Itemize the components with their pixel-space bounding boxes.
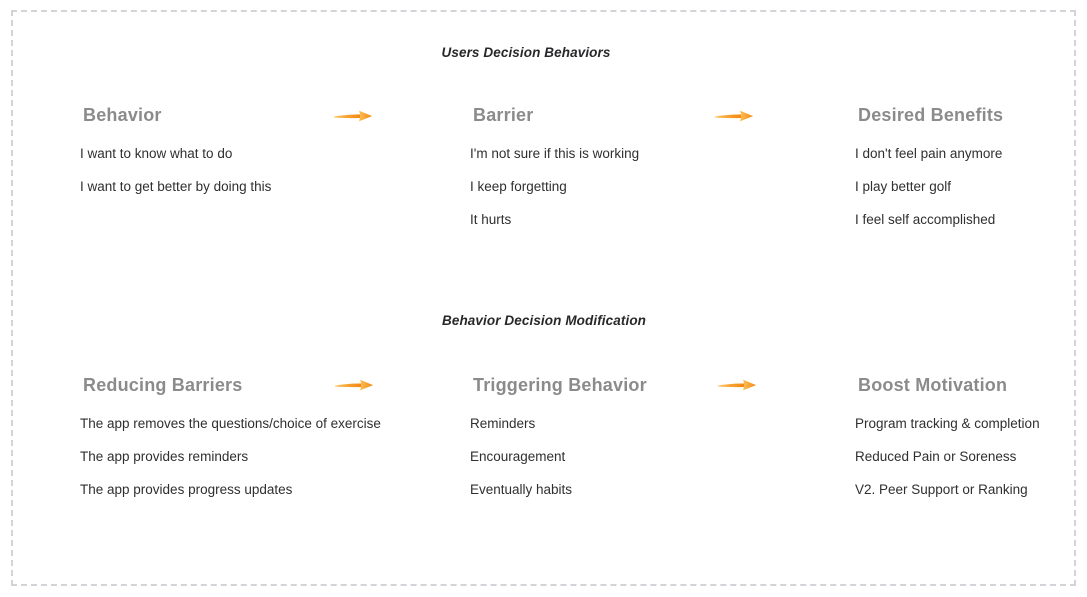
column-header: Desired Benefits (858, 105, 1004, 125)
section-title-users-decision-behaviors: Users Decision Behaviors (441, 45, 611, 60)
right-arrow-icon (334, 379, 374, 391)
right-arrow-icon (333, 110, 373, 122)
column-item: Eventually habits (470, 482, 573, 497)
column-triggering-behavior: Triggering Behavior Reminders Encouragem… (470, 374, 780, 515)
column-item: Encouragement (470, 449, 566, 464)
column-header: Barrier (473, 105, 534, 125)
column-item: Reminders (470, 416, 536, 431)
column-item: I play better golf (855, 179, 952, 194)
column-item: Reduced Pain or Soreness (855, 449, 1017, 464)
column-reducing-barriers: Reducing Barriers The app removes the qu… (80, 374, 410, 515)
column-item: The app removes the questions/choice of … (80, 416, 381, 431)
column-item: I want to know what to do (80, 146, 233, 161)
column-item: I feel self accomplished (855, 212, 996, 227)
column-header: Reducing Barriers (83, 375, 243, 395)
column-item: I want to get better by doing this (80, 179, 272, 194)
column-barrier: Barrier I'm not sure if this is working … (470, 104, 780, 245)
column-item: I keep forgetting (470, 179, 567, 194)
column-header: Triggering Behavior (473, 375, 647, 395)
column-item: I'm not sure if this is working (470, 146, 640, 161)
column-item: The app provides progress updates (80, 482, 293, 497)
right-arrow-icon (714, 110, 754, 122)
column-boost-motivation: Boost Motivation Program tracking & comp… (855, 374, 1080, 515)
column-header: Behavior (83, 105, 162, 125)
column-item: V2. Peer Support or Ranking (855, 482, 1028, 497)
column-item: Program tracking & completion (855, 416, 1040, 431)
column-header: Boost Motivation (858, 375, 1008, 395)
column-item: I don't feel pain anymore (855, 146, 1003, 161)
right-arrow-icon (717, 379, 757, 391)
column-behavior: Behavior I want to know what to do I wan… (80, 104, 410, 212)
column-item: It hurts (470, 212, 512, 227)
column-desired-benefits: Desired Benefits I don't feel pain anymo… (855, 104, 1080, 245)
section-title-behavior-decision-modification: Behavior Decision Modification (441, 313, 647, 328)
column-item: The app provides reminders (80, 449, 249, 464)
